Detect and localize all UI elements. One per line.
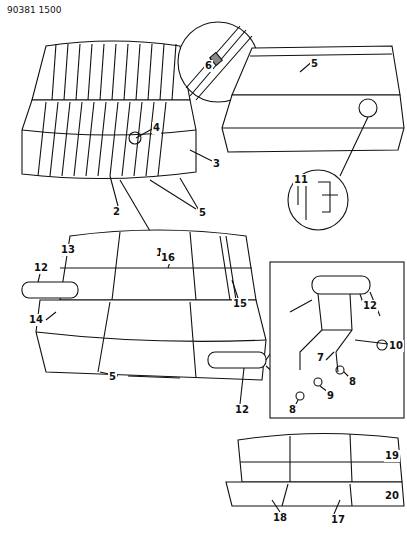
callout-number: 3 [212,158,221,170]
callout-number: 12 [234,404,250,416]
callout-number: 14 [28,314,44,326]
callout-number: 16 [160,252,176,264]
callout-number: 7 [316,352,325,364]
callout-number: 5 [198,207,207,219]
callout-number: 13 [60,244,76,256]
callout-number: 5 [108,371,117,383]
callout-number: 15 [232,298,248,310]
callout-number: 4 [152,122,161,134]
callout-number: 12 [362,300,378,312]
callout-number: 6 [204,60,213,72]
callout-number: 8 [288,404,297,416]
callout-number: 9 [326,390,335,402]
callout-number: 5 [310,58,319,70]
callout-number: 10 [388,340,404,352]
callout-number: 17 [330,514,346,526]
callout-number: 19 [384,450,400,462]
callout-number: 2 [112,206,121,218]
figure-code: 90381 1500 [6,4,62,16]
callout-number: 20 [384,490,400,502]
callout-number: 8 [348,376,357,388]
callout-number: 11 [293,174,309,186]
callout-number: 12 [33,262,49,274]
callout-number: 18 [272,512,288,524]
